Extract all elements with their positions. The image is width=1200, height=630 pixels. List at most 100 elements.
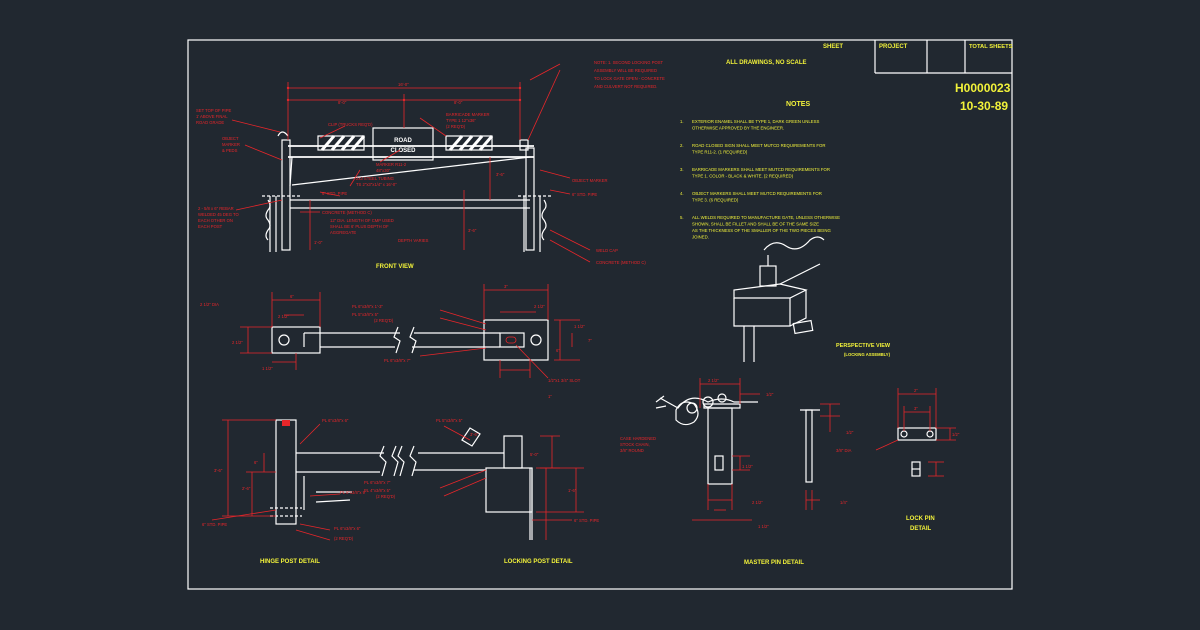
- label-steel-tubing: 2x3 STEEL TUBING TS 2"x3"x1/4" x 16'-0": [356, 176, 397, 187]
- plan-detail: 2 1/2" DIA 6" 2 1/2" 2 1/2" 1 1/2" 3" 2 …: [200, 284, 592, 399]
- notes-list: 1. EXTERIOR ENAMEL SHALL BE TYPE 1, DARK …: [680, 119, 840, 240]
- label-object-marker-r: OBJECT MARKER: [572, 178, 608, 183]
- drawing-date: 10-30-89: [960, 99, 1008, 113]
- lock-pin-subtitle: DETAIL: [910, 526, 932, 532]
- dim-m4: 2 1/2": [752, 500, 763, 505]
- label-weld-cap: WELD CAP: [596, 248, 618, 253]
- dim-l3: 1/2": [952, 432, 960, 437]
- dim-p11: 1": [548, 394, 552, 399]
- label-barricade-marker: BARRICADE MARKER TYPE 1 12"x36" (2 REQ'D…: [446, 112, 491, 129]
- dim-hd1: 3'-6": [214, 468, 223, 473]
- label-concrete-r: CONCRETE (METHOD C): [596, 260, 646, 265]
- note-line: TYPE 3. (6 REQUIRED): [692, 198, 739, 203]
- label-weld-rebar: 2 - 5/8 x 6" REBAR WELDED 45 DEG TO EACH…: [198, 206, 240, 229]
- lock-pin-title: LOCK PIN: [906, 516, 935, 522]
- locking-post-title: LOCKING POST DETAIL: [504, 559, 573, 565]
- total-sheets-label: TOTAL SHEETS: [969, 44, 1013, 50]
- dim-h1: 3'-6": [496, 172, 505, 177]
- dim-m7: 3/8" DIA: [836, 448, 852, 453]
- label-plan-c: PL 6"x3/8"x 7": [384, 358, 411, 363]
- dim-p5: 1 1/2": [262, 366, 273, 371]
- note-number: 3.: [680, 167, 684, 172]
- dim-p3: 2 1/2": [278, 314, 289, 319]
- dim-m1: 2 1/2": [708, 378, 719, 383]
- label-lock-b: PL 6"x3/8"x 7" PL 4"x3/8"x 5" (2 REQ'D): [364, 480, 396, 499]
- perspective-title: PERSPECTIVE VIEW: [836, 343, 891, 349]
- dim-m2: 1/2": [766, 392, 774, 397]
- lock-pin-detail: 2" 3" 1/2" LOCK PIN DETAIL: [875, 388, 960, 532]
- master-pin-title: MASTER PIN DETAIL: [744, 560, 804, 566]
- note-number: 5.: [680, 215, 684, 220]
- note-line: OBJECT MARKERS SHALL MEET MUTCD REQUIREM…: [692, 191, 822, 196]
- label-std-pipe: 6" STD. PIPE: [322, 191, 347, 196]
- note-line: SHOWN, SHALL BE FILLET AND SHALL BE OF T…: [692, 222, 819, 227]
- dim-p10: 6": [556, 348, 560, 353]
- note-line: AS THE THICKNESS OF THE SMALLER OF THE T…: [692, 228, 831, 233]
- dim-p9: 7": [588, 338, 592, 343]
- label-slot: 1/2"x1 3/4" SLOT: [548, 378, 581, 383]
- sheet-border: [187, 39, 1013, 590]
- title-block: SHEET PROJECT TOTAL SHEETS H0000023 10-3…: [823, 40, 1013, 113]
- label-lock-a: PL 5"x3/8"x 5": [436, 418, 463, 423]
- dim-l1: 2": [914, 388, 918, 393]
- drawing-number: H0000023: [955, 81, 1011, 95]
- note-number: 2.: [680, 143, 684, 148]
- label-object-marker-left: OBJECT MARKER & PEDS: [222, 136, 241, 153]
- front-view: ROAD CLOSED: [196, 60, 666, 270]
- label-set-top-pipe: SET TOP OF PIPE 1' ABOVE FINAL ROAD GRAD…: [196, 108, 232, 125]
- label-plan-b: PL 6"x3/8"x 1'-3" PL 5"x3/8"x 5" (2 REQ'…: [352, 304, 394, 323]
- dim-ld2: 5'-0": [530, 452, 539, 457]
- dim-p2: 6": [290, 294, 294, 299]
- label-depth-varies: DEPTH VARIES: [398, 238, 429, 243]
- dim-p8: 1 1/2": [574, 324, 585, 329]
- label-clip: CLIP (TRUCKS REQ'D): [328, 122, 373, 127]
- note-line: BARRICADE MARKERS SHALL MEET MUTCD REQUI…: [692, 167, 830, 172]
- note-line: ROAD CLOSED SIGN SHALL MEET MUTCD REQUIR…: [692, 143, 825, 148]
- dim-top-right: 8'-0": [454, 100, 463, 105]
- sign-line-1: ROAD: [394, 138, 412, 144]
- dim-m8: 1/4": [840, 500, 848, 505]
- dim-ld1: 3'-6": [470, 432, 479, 437]
- notes-heading: NOTES: [786, 101, 810, 108]
- dim-h3: 1'-0": [314, 240, 323, 245]
- master-pin-detail: 2 1/2" 1/2" 1 1/2" 2 1/2" 1 1/2" 1/2" 3/…: [620, 378, 854, 566]
- front-view-title: FRONT VIEW: [376, 264, 414, 270]
- note-line: EXTERIOR ENAMEL SHALL BE TYPE 1, DARK GR…: [692, 119, 819, 124]
- label-std-pipe-r: 6" STD. PIPE: [572, 192, 597, 197]
- hinge-post-title: HINGE POST DETAIL: [260, 559, 320, 565]
- note-number: 1.: [680, 119, 684, 124]
- dim-p6: 3": [504, 284, 508, 289]
- note-line: ALL WELDS REQUIRED TO MANUFACTURE GATE, …: [692, 215, 840, 220]
- label-note-lock-post: NOTE: 1. SECOND LOCKING POST ASSEMBLY WI…: [594, 60, 666, 89]
- project-label: PROJECT: [879, 44, 908, 50]
- total-sheets-label-text: TOTAL SHEETS: [969, 44, 1013, 50]
- dim-hd2: 2'-6": [242, 486, 251, 491]
- dim-top-left: 8'-0": [338, 100, 347, 105]
- note-line: TYPE R11-2. (1 REQUIRED): [692, 150, 748, 155]
- note-line: OTHERWISE APPROVED BY THE ENGINEER.: [692, 126, 784, 131]
- scale-note: ALL DRAWINGS, NO SCALE: [726, 60, 807, 66]
- hinge-post-detail: 3'-6" 2'-6" 6" PL 6"x3/8"x 6" PL 6"x3/8"…: [202, 418, 399, 565]
- dim-p4: 2 1/2": [232, 340, 243, 345]
- label-concrete: CONCRETE (METHOD C): [322, 210, 372, 215]
- dim-h2: 3'-6": [468, 228, 477, 233]
- perspective-subtitle: (LOCKING ASSEMBLY): [844, 352, 891, 357]
- locking-post-detail: 3'-6" 5'-0" 1'-6" PL 5"x3/8"x 5" PL 6"x3…: [364, 418, 599, 565]
- dim-m5: 1 1/2": [758, 524, 769, 529]
- dim-p1: 2 1/2" DIA: [200, 302, 219, 307]
- dim-m3: 1 1/2": [742, 464, 753, 469]
- note-number: 4.: [680, 191, 684, 196]
- label-hinge-b: PL 6"x3/8"x 9" PL 6"x3/8"x 6" (2 REQ'D): [334, 490, 368, 541]
- dim-ld3: 1'-6": [568, 488, 577, 493]
- label-std-pipe-h: 6" STD. PIPE: [202, 522, 227, 527]
- sign-line-2: CLOSED: [390, 148, 416, 154]
- note-line: JOINED.: [692, 235, 709, 240]
- perspective-view: PERSPECTIVE VIEW (LOCKING ASSEMBLY): [733, 236, 891, 362]
- dim-l2: 3": [914, 406, 918, 411]
- label-chain: CASE HARDENED STOCK CHAIN, 3/8" ROUND: [620, 436, 657, 453]
- dim-hd3: 6": [254, 460, 258, 465]
- sheet-label: SHEET: [823, 44, 843, 50]
- label-std-pipe-l: 6" STD. PIPE: [574, 518, 599, 523]
- dim-top-total: 16'-0": [398, 82, 409, 87]
